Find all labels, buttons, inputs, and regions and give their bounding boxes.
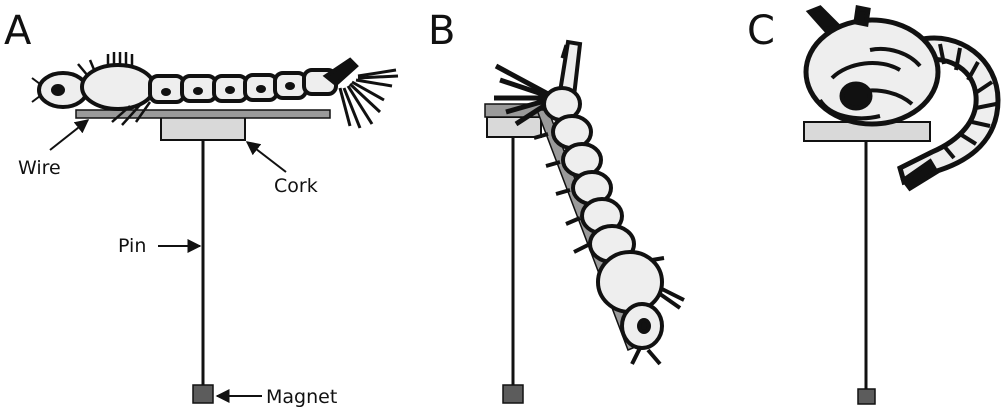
panel-c: C: [747, 8, 998, 404]
panel-a: A: [4, 8, 398, 408]
cork-label: Cork: [274, 175, 318, 197]
magnet-b: [503, 385, 523, 403]
wire-arrow: [50, 120, 88, 150]
magnet-label: Magnet: [266, 386, 337, 408]
mosquito-pupa-c: [806, 8, 998, 188]
panel-b-letter: B: [428, 8, 455, 54]
wire-a: [76, 110, 330, 118]
panel-c-letter: C: [747, 8, 775, 54]
magnet-c: [858, 389, 875, 404]
panel-b: B: [428, 8, 684, 403]
magnet-a: [193, 385, 213, 403]
panel-a-letter: A: [4, 8, 32, 54]
cork-arrow: [247, 142, 286, 172]
cork-a: [161, 117, 245, 140]
pin-label: Pin: [118, 235, 146, 257]
cork-b: [487, 117, 541, 137]
mosquito-larva-b: [494, 42, 684, 364]
wire-label: Wire: [18, 157, 61, 179]
